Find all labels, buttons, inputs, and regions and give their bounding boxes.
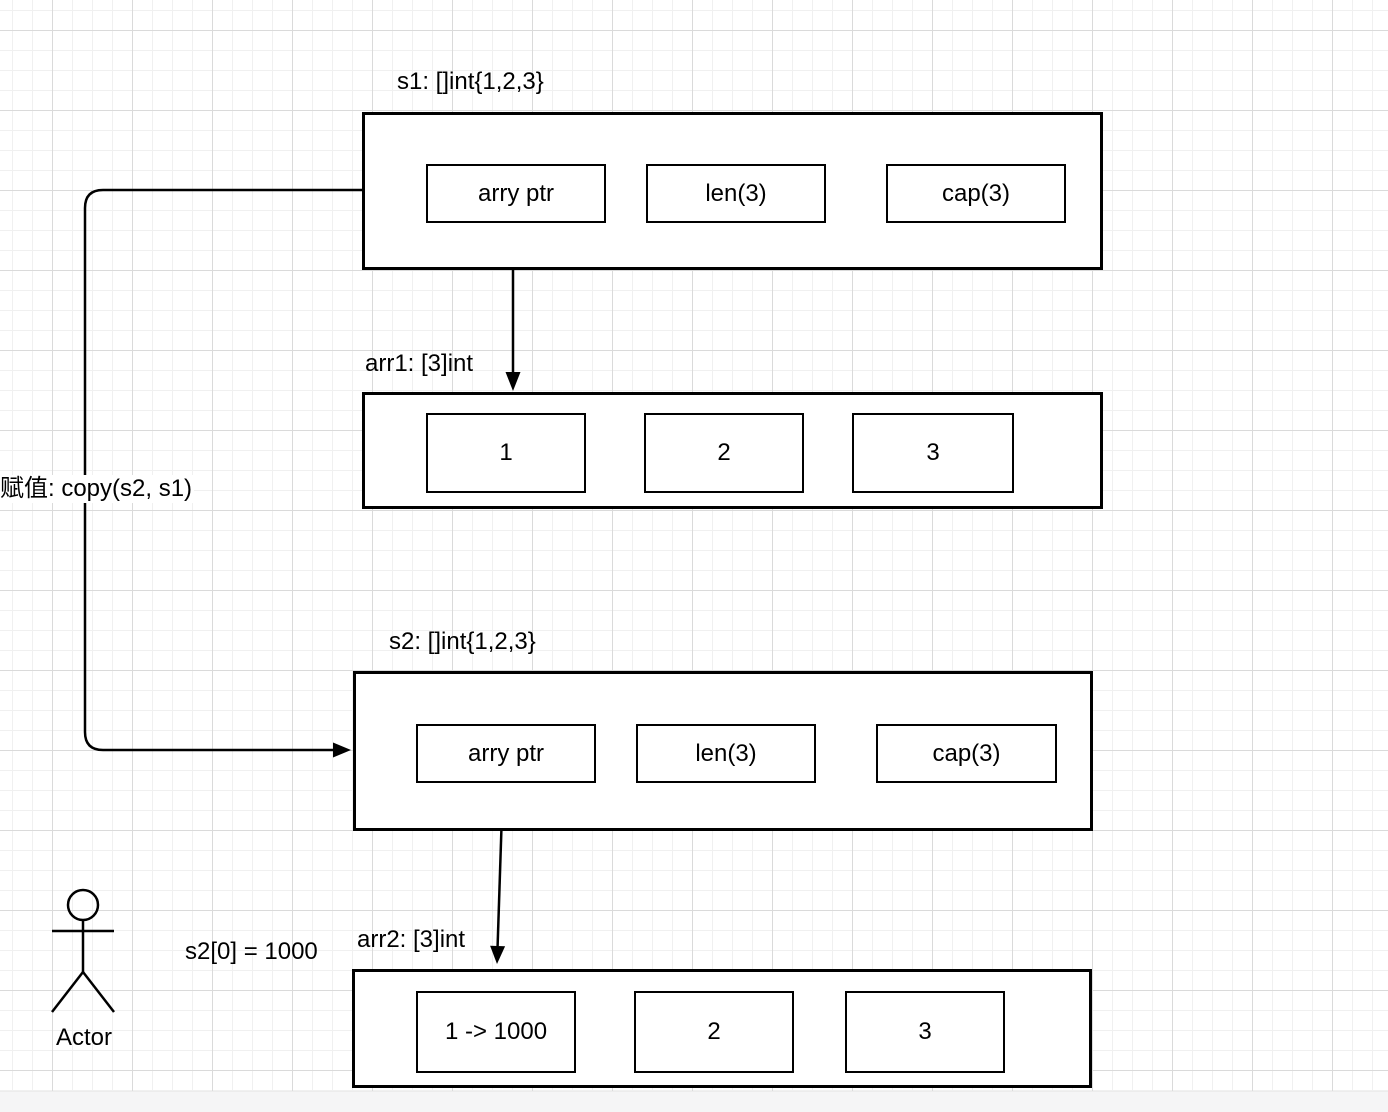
arr1-cell-0[interactable]: 1: [426, 413, 586, 493]
actor-right-leg: [82, 971, 115, 1013]
s2-struct-box[interactable]: arry ptr len(3) cap(3): [353, 671, 1093, 831]
s1-cell-len[interactable]: len(3): [646, 164, 826, 223]
arr2-cell-2[interactable]: 3: [845, 991, 1005, 1073]
arr1-cell-0-text: 1: [499, 439, 513, 466]
arr1-cell-2[interactable]: 3: [852, 413, 1014, 493]
s1-cell-len-text: len(3): [705, 179, 767, 207]
arr2-title[interactable]: arr2: [3]int: [357, 926, 466, 953]
edge-copy-s1-to-s2[interactable]: [83, 188, 362, 758]
s2-title[interactable]: s2: []int{1,2,3}: [389, 628, 536, 655]
actor-left-leg: [51, 971, 84, 1013]
copy-edge-label[interactable]: 赋值: copy(s2, s1): [0, 475, 195, 503]
s2-cell-cap-text: cap(3): [932, 739, 1001, 767]
arr2-cell-0-text: 1 -> 1000: [444, 1018, 548, 1045]
s1-cell-cap-text: cap(3): [941, 179, 1011, 207]
s1-title[interactable]: s1: []int{1,2,3}: [397, 68, 544, 95]
actor-head: [66, 888, 100, 922]
s1-cell-arry-ptr[interactable]: arry ptr: [426, 164, 606, 223]
actor-label[interactable]: Actor: [56, 1024, 113, 1051]
s2-cell-len[interactable]: len(3): [636, 724, 816, 783]
s2-cell-len-text: len(3): [695, 739, 757, 767]
arr2-cell-1-text: 2: [707, 1018, 721, 1045]
s1-cell-arry-ptr-text: arry ptr: [477, 179, 554, 207]
s1-cell-cap[interactable]: cap(3): [886, 164, 1066, 223]
arr2-cell-1[interactable]: 2: [634, 991, 794, 1073]
arr2-array-box[interactable]: 1 -> 1000 2 3: [352, 969, 1092, 1088]
arr2-cell-2-text: 3: [918, 1018, 932, 1045]
offpage-strip: [0, 1091, 1388, 1112]
arr1-cell-1[interactable]: 2: [644, 413, 804, 493]
s1-struct-box[interactable]: arry ptr len(3) cap(3): [362, 112, 1103, 270]
assignment-label[interactable]: s2[0] = 1000: [185, 938, 318, 965]
arr1-cell-2-text: 3: [926, 439, 940, 466]
arr1-cell-1-text: 2: [717, 439, 731, 466]
arr2-cell-0[interactable]: 1 -> 1000: [416, 991, 576, 1073]
s2-cell-arry-ptr[interactable]: arry ptr: [416, 724, 596, 783]
arr1-array-box[interactable]: 1 2 3: [362, 392, 1103, 509]
s2-cell-cap[interactable]: cap(3): [876, 724, 1057, 783]
actor-figure[interactable]: [51, 888, 115, 1013]
s2-cell-arry-ptr-text: arry ptr: [467, 739, 544, 767]
arr1-title[interactable]: arr1: [3]int: [365, 350, 474, 377]
